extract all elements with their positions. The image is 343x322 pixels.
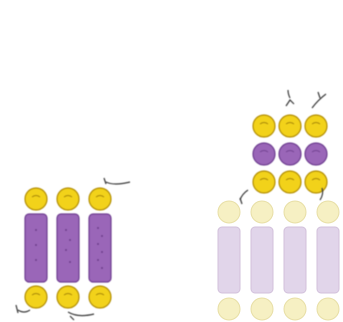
purple-rod-icon	[57, 214, 79, 282]
purple-rod-icon	[89, 214, 111, 282]
curved-arrow-icon	[312, 92, 326, 108]
purple-rod-icon	[25, 214, 47, 282]
purple-rod-icon	[218, 227, 240, 293]
yellow-bead-icon	[251, 298, 273, 320]
yellow-bead-icon	[89, 188, 111, 210]
curved-arrow-icon	[104, 178, 130, 184]
left-bottom-beads	[25, 286, 111, 308]
yellow-bead-icon	[253, 171, 275, 193]
purple-bead-icon	[253, 143, 275, 165]
left-top-beads	[25, 188, 111, 210]
yellow-bead-icon	[305, 115, 327, 137]
yellow-bead-icon	[279, 115, 301, 137]
curved-arrow-icon	[16, 305, 30, 313]
right-assembly	[218, 90, 339, 320]
yellow-bead-icon	[251, 201, 273, 223]
yellow-bead-icon	[25, 286, 47, 308]
yellow-bead-icon	[284, 298, 306, 320]
yellow-bead-icon	[279, 171, 301, 193]
purple-rod-icon	[251, 227, 273, 293]
yellow-bead-icon	[284, 201, 306, 223]
yellow-bead-icon	[218, 298, 240, 320]
yellow-bead-icon	[305, 171, 327, 193]
yellow-bead-icon	[89, 286, 111, 308]
curved-arrow-icon	[240, 190, 248, 204]
stacked-bead-block	[253, 115, 327, 193]
yellow-bead-icon	[218, 201, 240, 223]
curved-arrow-icon	[286, 90, 294, 106]
yellow-bead-icon	[317, 201, 339, 223]
yellow-bead-icon	[57, 188, 79, 210]
purple-rod-icon	[317, 227, 339, 293]
curved-arrow-icon	[68, 312, 94, 320]
purple-bead-icon	[279, 143, 301, 165]
purple-rod-icon	[284, 227, 306, 293]
yellow-bead-icon	[253, 115, 275, 137]
yellow-bead-icon	[57, 286, 79, 308]
left-rods	[25, 214, 111, 282]
faded-base-columns	[218, 201, 339, 320]
left-assembly	[16, 178, 130, 320]
yellow-bead-icon	[317, 298, 339, 320]
purple-bead-icon	[305, 143, 327, 165]
yellow-bead-icon	[25, 188, 47, 210]
